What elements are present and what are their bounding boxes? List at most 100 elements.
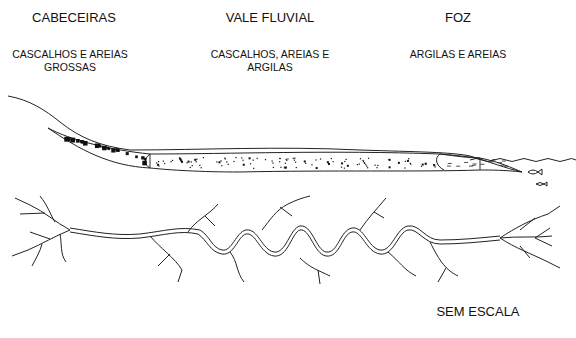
grain [224,158,225,159]
main-river [70,226,500,252]
clay-mark [464,162,468,163]
grain [284,167,285,168]
grain [196,159,197,160]
grain [216,161,217,162]
grain [80,140,82,142]
grain [296,167,297,168]
grain [407,160,409,162]
grain [156,162,157,163]
grain [196,161,197,162]
grain [363,161,364,162]
grain [422,164,424,166]
grain [405,161,406,162]
grain [172,160,173,161]
clay-mark [498,162,502,163]
grain [347,165,349,167]
grain [228,164,229,165]
grain [304,160,306,162]
grain [272,162,273,163]
grain [170,161,171,162]
grain [404,167,405,168]
grain [181,161,183,163]
grain [410,163,411,164]
clay-mark [447,166,451,167]
grain [192,165,193,166]
grain [341,167,342,168]
grain [362,160,363,161]
grain [286,159,287,160]
gravel-deposit [48,128,150,168]
grain [388,159,389,160]
grain [242,160,243,161]
grain [286,160,287,161]
grain [188,161,190,163]
grain [83,141,88,146]
grain [327,161,329,163]
grain [115,148,118,151]
grain [157,164,159,166]
grain [410,164,411,165]
grain [250,163,251,164]
fish [528,169,542,175]
grain [194,159,196,161]
grain [141,156,144,159]
grain [421,166,422,167]
grain [98,145,101,148]
grain [316,167,318,169]
delta-distributaries [500,206,560,268]
deposit-boundary [437,154,444,170]
grain [287,158,288,159]
valley-deposit [150,152,480,172]
grain [64,137,69,142]
grain [311,164,312,165]
grain [377,165,378,166]
grain [344,168,345,169]
grain [328,163,330,165]
grain [257,158,258,159]
grain [142,161,147,166]
sediment-note: CASCALHOS, AREIAS E ARGILAS [205,48,335,73]
grain [253,160,254,161]
scale-note: SEM ESCALA [408,304,548,320]
grain [331,158,332,159]
grain [365,164,366,165]
grain [190,167,191,168]
grain [225,158,226,159]
grain [199,165,200,166]
grain [273,167,274,168]
grain [293,158,294,159]
grain [333,161,334,162]
sediment-note: ARGILAS E AREIAS [408,48,508,61]
grain [158,161,159,162]
grain [368,158,369,159]
grain [433,164,435,166]
headwater-tributaries [12,196,70,266]
grain [374,165,375,166]
clay-mark [504,166,508,167]
grain [163,161,164,162]
sediment-note: CASCALHOS E AREIAS GROSSAS [5,48,135,73]
grain [70,138,75,143]
grain [126,152,129,155]
ground-profile [8,96,522,172]
grain [164,163,165,164]
grain [315,159,316,160]
zone-heading: VALE FLUVIAL [190,10,350,26]
grain [294,158,295,159]
grain [106,147,108,149]
clay-mark [456,166,460,167]
clay-mark [480,164,484,165]
grain [398,162,400,164]
grain [341,162,343,164]
fish [536,182,547,186]
grain [344,161,345,162]
clay-mark [472,165,476,166]
grain [389,166,391,168]
grain [102,146,107,151]
grain [235,157,236,158]
sea-surface [470,159,576,162]
grain [253,168,254,169]
grain [366,166,367,167]
grain [425,164,426,165]
grain [67,137,70,140]
